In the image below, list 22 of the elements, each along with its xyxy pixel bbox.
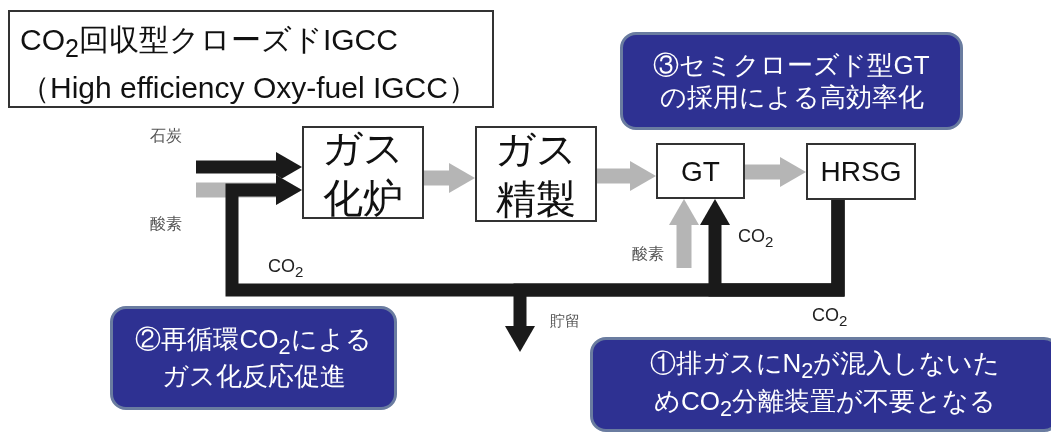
arrow bbox=[597, 161, 656, 191]
arrow bbox=[745, 157, 806, 187]
flow-label: 石炭 bbox=[150, 126, 196, 150]
process-box: ガス化炉 bbox=[302, 126, 424, 219]
process-box: ガス精製 bbox=[475, 126, 597, 222]
callout-box: ①排ガスにN$_{2}$が混入しないためCO$_{2}$分離装置が不要となる bbox=[590, 337, 1051, 432]
title-box bbox=[8, 10, 494, 108]
callout-box: ③セミクローズド型GTの採用による高効率化 bbox=[620, 32, 963, 130]
process-box: HRSG bbox=[806, 143, 916, 200]
edge-label: CO$_{2}$ bbox=[738, 226, 774, 250]
arrow bbox=[669, 199, 699, 268]
title-text: CO$_{2}$回収型クローズドIGCC bbox=[20, 22, 399, 64]
process-box: GT bbox=[656, 143, 745, 199]
flow-label: 酸素 bbox=[150, 214, 196, 238]
arrow bbox=[505, 200, 845, 352]
edge-label: CO$_{2}$ bbox=[268, 256, 304, 280]
subtitle-text: （High efficiency Oxy-fuel IGCC） bbox=[20, 70, 479, 106]
flow-label: 酸素 bbox=[632, 244, 674, 268]
arrow bbox=[424, 163, 475, 193]
flow-label: CO$_{2}$ bbox=[812, 305, 848, 329]
edge-label: 貯留 bbox=[550, 312, 580, 331]
callout-box: ②再循環CO$_{2}$によるガス化反応促進 bbox=[110, 306, 397, 410]
